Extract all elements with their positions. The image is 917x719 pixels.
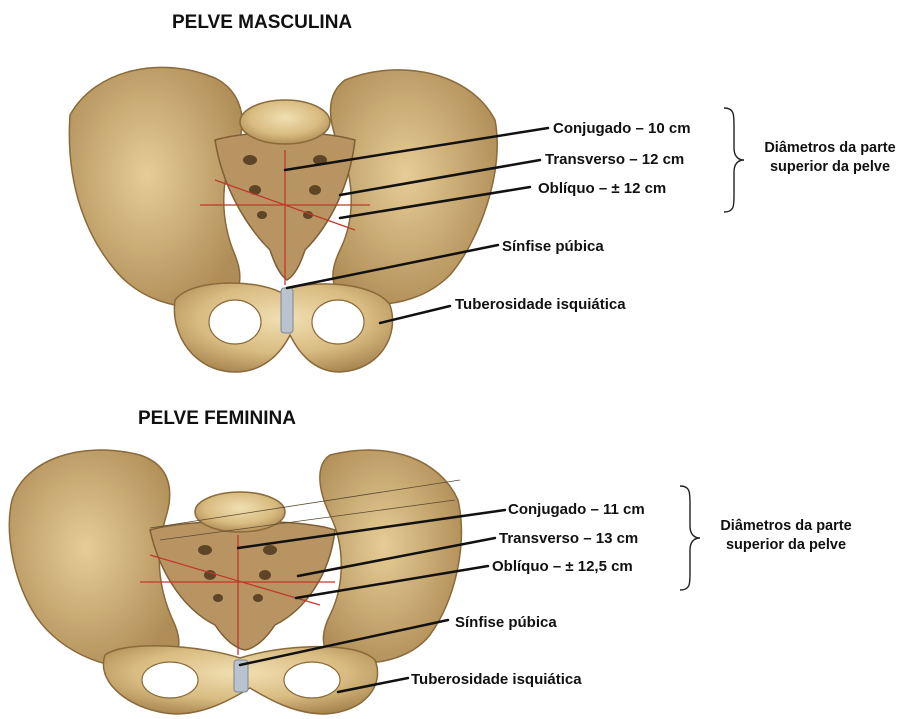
female-left-ilium	[9, 450, 178, 668]
female-right-ilium	[320, 450, 462, 663]
female-vertebra	[195, 492, 285, 532]
female-sinfise-label: Sínfise púbica	[455, 614, 557, 631]
male-conjugado-label: Conjugado – 10 cm	[553, 120, 691, 137]
male-pubic-symphysis	[281, 288, 293, 333]
male-group-line1: Diâmetros da parte	[746, 139, 914, 158]
female-group-line1: Diâmetros da parte	[702, 517, 870, 536]
male-pelvis-illustration	[69, 67, 744, 372]
male-sinfise-label: Sínfise púbica	[502, 238, 604, 255]
male-right-ilium	[330, 70, 497, 304]
female-conjugado-label: Conjugado – 11 cm	[508, 501, 645, 518]
male-transverso-label: Transverso – 12 cm	[545, 151, 684, 168]
female-transverso-label: Transverso – 13 cm	[499, 530, 638, 547]
male-vertebra	[240, 100, 330, 144]
female-diameters-group-label: Diâmetros da parte superior da pelve	[702, 517, 870, 555]
male-tuberosidade-label: Tuberosidade isquiática	[455, 296, 626, 313]
female-pelvis-illustration	[9, 450, 700, 714]
male-title: PELVE MASCULINA	[172, 12, 352, 34]
female-group-line2: superior da pelve	[702, 536, 870, 555]
male-diameters-brace	[724, 108, 744, 212]
female-obliquo-label: Oblíquo – ± 12,5 cm	[492, 558, 633, 575]
male-left-ilium	[69, 67, 242, 307]
male-obliquo-label: Oblíquo – ± 12 cm	[538, 180, 666, 197]
female-diameters-brace	[680, 486, 700, 590]
male-group-line2: superior da pelve	[746, 158, 914, 177]
male-diameters-group-label: Diâmetros da parte superior da pelve	[746, 139, 914, 177]
female-tuberosidade-label: Tuberosidade isquiática	[411, 671, 582, 688]
female-title: PELVE FEMININA	[138, 408, 296, 430]
